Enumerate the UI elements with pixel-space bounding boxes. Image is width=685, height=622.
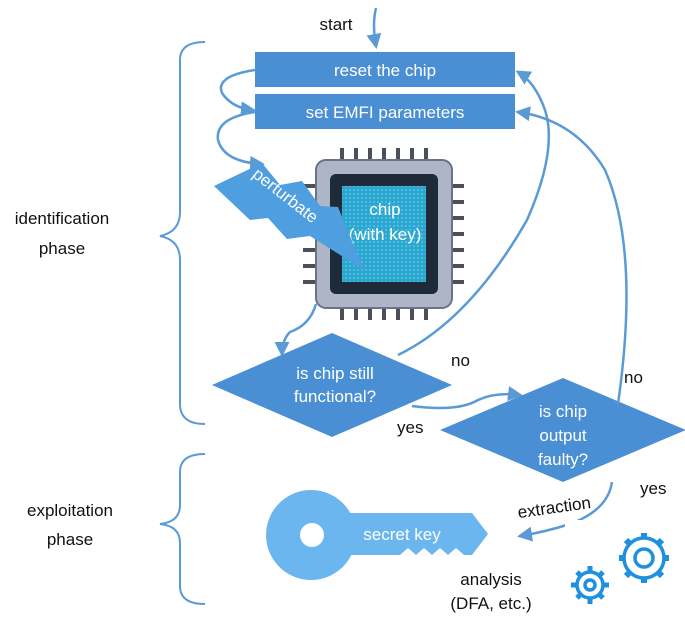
reset-chip-label: reset the chip [334,61,436,80]
analysis-label-line2: (DFA, etc.) [450,594,531,613]
arrow-chip-to-functional [274,303,318,357]
reset-chip-box [255,52,515,87]
extraction-label: extraction [516,493,592,522]
arrow-reset-to-set [219,68,256,117]
identification-phase-label-line2: phase [39,239,85,258]
faulty-label-line2: output [539,426,587,445]
exploitation-phase-label-line1: exploitation [27,501,113,520]
functional-decision [212,333,452,437]
perturbate-bolt [214,163,364,270]
exploitation-phase-label-line2: phase [47,530,93,549]
secret-key-icon [266,490,488,580]
chip-core [342,186,426,282]
secret-key-label: secret key [363,525,441,544]
faulty-label-line1: is chip [539,402,587,421]
set-emfi-parameters-box [255,94,515,129]
gears-icon [565,520,685,622]
faulty-decision [440,378,685,482]
no-label-functional: no [451,351,470,370]
identification-phase-label-line1: identification [15,209,110,228]
functional-label-line2: functional? [294,387,376,406]
yes-label-functional: yes [397,418,423,437]
arrow-no-to-reset [397,70,551,357]
yes-label-faulty: yes [640,479,666,498]
arrow-yes-to-faulty [411,386,523,410]
no-label-faulty: no [624,368,643,387]
functional-label-line1: is chip still [296,364,373,383]
identification-brace [159,41,206,425]
chip-label-line2: (with key) [349,225,422,244]
set-emfi-parameters-label: set EMFI parameters [306,103,465,122]
start-arrow [366,7,382,49]
analysis-label-line1: analysis [460,570,521,589]
chip-label-line1: chip [369,200,400,219]
faulty-label-line3: faulty? [538,450,588,469]
arrow-no-to-set-params [515,106,628,405]
arrow-set-to-chip [216,110,265,171]
exploitation-brace [159,453,206,605]
start-label: start [319,15,352,34]
